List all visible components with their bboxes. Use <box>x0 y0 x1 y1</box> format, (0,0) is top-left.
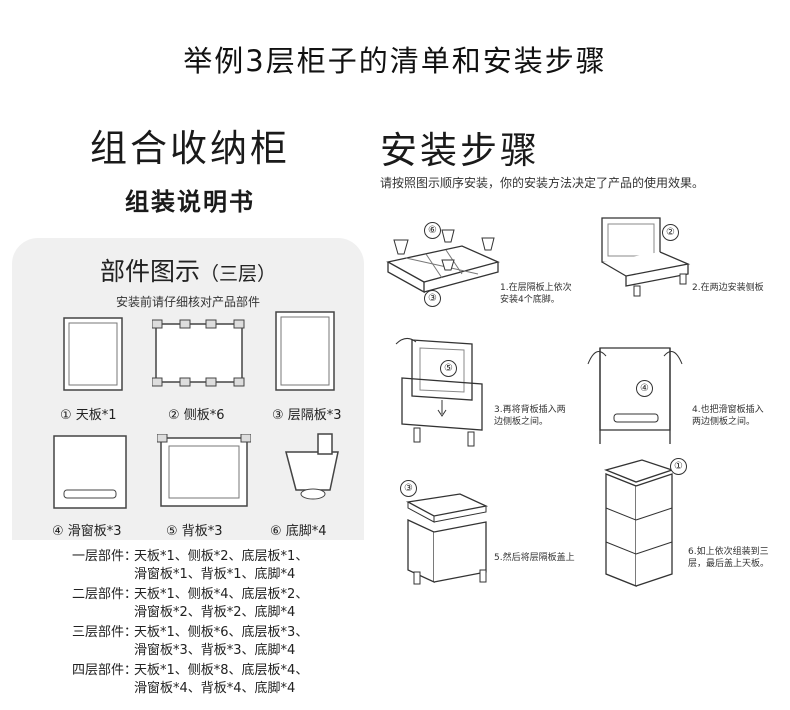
part-label-sliding-panel: ④ 滑窗板*3 <box>52 524 122 539</box>
page-title: 举例3层柜子的清单和安装步骤 <box>183 44 607 78</box>
top-panel-illustration <box>63 317 123 391</box>
manual-subtitle: 组装说明书 <box>125 188 255 216</box>
back-panel-illustration <box>157 434 251 507</box>
steps-title: 安装步骤 <box>380 129 540 172</box>
part-label-back-panel: ⑤ 背板*3 <box>166 524 223 539</box>
foot-illustration <box>285 433 339 500</box>
step5-text: 5.然后将层隔板盖上 <box>494 553 575 563</box>
step-marker-1: ① <box>670 458 687 475</box>
steps-subtitle: 请按照图示顺序安装，你的安装方法决定了产品的使用效果。 <box>380 176 705 190</box>
step-marker-3b: ③ <box>400 480 417 497</box>
parts-title-suffix: （三层） <box>200 263 277 285</box>
parts-title-text: 部件图示 <box>99 257 200 286</box>
step1-text: 1.在层隔板上依次 安装4个底脚。 <box>500 283 572 305</box>
list-item: 四层部件：天板*1、侧板*8、底层板*4、 滑窗板*4、背板*4、底脚*4 <box>72 663 309 696</box>
step-marker-3: ③ <box>424 290 441 307</box>
step6-illustration <box>603 459 675 587</box>
list-item: 三层部件：天板*1、侧板*6、底层板*3、 滑窗板*3、背板*3、底脚*4 <box>72 625 309 658</box>
part-label-shelf: ③ 层隔板*3 <box>272 408 342 423</box>
parts-note: 安装前请仔细核对产品部件 <box>115 295 260 309</box>
step5-illustration <box>405 493 489 585</box>
step-marker-4: ④ <box>636 380 653 397</box>
step3-text: 3.再将背板插入两 边侧板之间。 <box>494 405 566 427</box>
step6-text: 6.如上依次组装到三 层，最后盖上天板。 <box>688 547 770 569</box>
parts-title: 部件图示（三层） <box>12 252 364 288</box>
sliding-panel-illustration <box>53 435 127 509</box>
step4-illustration <box>587 347 683 444</box>
step-marker-5: ⑤ <box>440 360 457 377</box>
part-label-top-panel: ① 天板*1 <box>60 408 117 423</box>
step1-illustration <box>386 229 500 294</box>
step2-text: 2.在两边安装侧板 <box>692 283 764 293</box>
step3-illustration <box>395 338 483 447</box>
part-label-foot: ⑥ 底脚*4 <box>270 524 327 539</box>
list-item: 二层部件：天板*1、侧板*4、底层板*2、 滑窗板*2、背板*2、底脚*4 <box>72 587 309 620</box>
manual-title: 组合收纳柜 <box>90 127 290 170</box>
step4-text: 4.也把滑窗板插入 两边侧板之间。 <box>692 405 764 427</box>
shelf-panel-illustration <box>275 311 335 391</box>
list-item: 一层部件：天板*1、侧板*2、底层板*1、 滑窗板*1、背板*1、底脚*4 <box>72 549 309 582</box>
part-label-side-panel: ② 侧板*6 <box>168 408 225 423</box>
step2-illustration <box>601 217 691 297</box>
side-panel-illustration <box>152 319 245 387</box>
step-marker-2: ② <box>662 224 679 241</box>
step-marker-6: ⑥ <box>424 222 441 239</box>
